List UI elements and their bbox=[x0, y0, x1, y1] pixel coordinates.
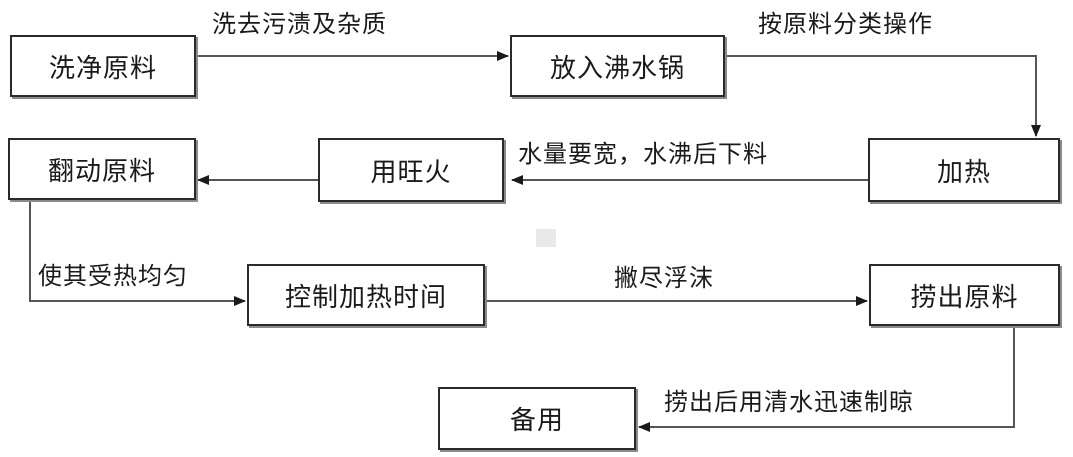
arrow-pot-to-heat bbox=[725, 55, 1041, 137]
edge-label-pot-to-heat: 按原料分类操作 bbox=[758, 10, 933, 38]
node-pot: 放入沸水锅 bbox=[510, 35, 725, 97]
node-reserve: 备用 bbox=[438, 387, 636, 450]
arrow-turn-to-control bbox=[29, 200, 246, 306]
node-wash: 洗净原料 bbox=[10, 35, 196, 97]
node-turn: 翻动原料 bbox=[8, 138, 196, 200]
edge-label-heat-to-fire: 水量要宽，水沸后下料 bbox=[518, 140, 768, 168]
edge-label-turn-to-control: 使其受热均匀 bbox=[38, 262, 188, 290]
node-heat: 加热 bbox=[868, 138, 1060, 202]
arrow-scoop-to-reserve bbox=[638, 326, 1015, 432]
edge-label-scoop-to-reserve: 捞出后用清水迅速制晾 bbox=[664, 388, 914, 416]
node-scoop: 捞出原料 bbox=[869, 264, 1060, 326]
edge-label-wash-to-pot: 洗去污渍及杂质 bbox=[212, 10, 387, 38]
watermark-mark bbox=[536, 229, 556, 247]
node-fire: 用旺火 bbox=[318, 138, 504, 202]
edge-label-control-to-scoop: 撇尽浮沫 bbox=[614, 264, 714, 292]
node-control: 控制加热时间 bbox=[247, 264, 485, 326]
